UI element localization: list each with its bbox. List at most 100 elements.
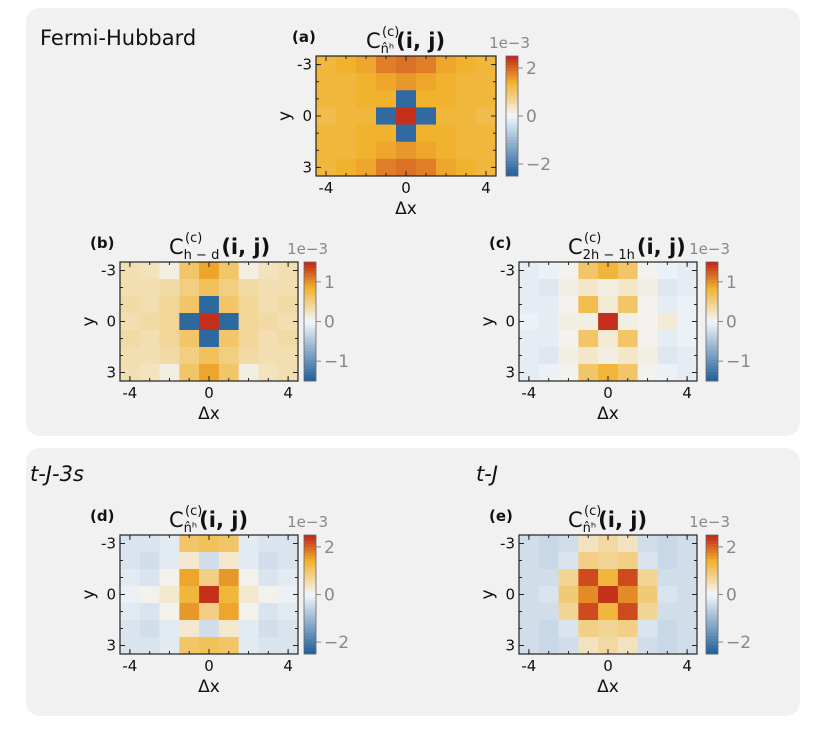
colorbar-segment <box>506 146 518 150</box>
colorbar-segment <box>304 330 316 334</box>
colorbar-segment <box>304 333 316 337</box>
heatmap-cell <box>598 569 619 587</box>
heatmap-cell <box>538 637 559 655</box>
heatmap-cell <box>617 603 639 621</box>
heatmap-cell <box>238 535 259 553</box>
heatmap-cell <box>258 296 279 314</box>
heatmap-cell <box>519 552 540 570</box>
colorbar-segment <box>506 128 518 132</box>
heatmap-cell <box>218 262 240 280</box>
colorbar-segment <box>304 300 316 305</box>
colorbar-segment <box>304 291 316 296</box>
heatmap-cell <box>598 296 619 314</box>
heatmap-cell <box>578 313 599 331</box>
heatmap-cell <box>179 552 200 570</box>
heatmap-cell <box>617 620 639 638</box>
section-label-tj-3s: t-J-3s <box>30 462 84 486</box>
heatmap-cell <box>238 313 259 331</box>
heatmap-cell <box>238 330 259 348</box>
y-axis-label: y <box>478 316 498 326</box>
heatmap-cell <box>637 262 658 280</box>
heatmap-cell <box>456 124 477 143</box>
heatmap-cell <box>179 364 200 382</box>
heatmap-cell <box>238 364 259 382</box>
x-tick-label: 4 <box>283 384 293 402</box>
heatmap-cell <box>120 603 141 621</box>
panel-title-superscript: (c) <box>185 504 202 519</box>
colorbar-segment <box>706 378 718 382</box>
heatmap-cell <box>538 296 559 314</box>
heatmap-cell <box>139 569 160 587</box>
heatmap-cell <box>278 586 299 604</box>
colorbar-segment <box>304 645 316 649</box>
heatmap-cell <box>598 347 619 365</box>
colorbar-segment <box>706 360 718 364</box>
heatmap-cell <box>657 296 678 314</box>
heatmap-cell <box>476 90 497 108</box>
colorbar-segment <box>304 582 316 586</box>
heatmap-cell <box>139 279 160 297</box>
colorbar-segment <box>706 570 718 575</box>
heatmap-cell <box>677 586 698 604</box>
colorbar-segment <box>506 158 518 162</box>
heatmap-cell <box>677 279 698 297</box>
colorbar-segment <box>706 267 718 272</box>
colorbar-segment <box>706 279 718 284</box>
heatmap-cell <box>159 552 180 570</box>
colorbar-segment <box>706 609 718 613</box>
panel-title-superscript: (c) <box>382 25 399 40</box>
heatmap-cell <box>617 296 639 314</box>
colorbar-segment <box>706 624 718 628</box>
heatmap-cell <box>139 364 160 382</box>
colorbar-segment <box>304 321 316 325</box>
heatmap-cell <box>199 586 220 604</box>
y-axis-label: y <box>478 589 498 599</box>
colorbar-segment <box>706 264 718 269</box>
heatmap-cell <box>258 313 279 331</box>
heatmap-cell <box>139 262 160 280</box>
heatmap-cell <box>578 552 599 570</box>
heatmap-cell <box>657 620 678 638</box>
colorbar-segment <box>706 552 718 557</box>
colorbar-segment <box>706 276 718 281</box>
y-axis-label: y <box>79 316 99 326</box>
heatmap-cell <box>416 90 437 108</box>
heatmap-cell <box>416 141 437 160</box>
colorbar-segment <box>706 642 718 646</box>
heatmap-cell <box>598 586 619 604</box>
colorbar-segment <box>706 615 718 619</box>
colorbar-segment <box>304 294 316 299</box>
y-tick-label: 0 <box>505 586 515 604</box>
colorbar-segment <box>304 555 316 560</box>
heatmap-cell <box>617 535 639 553</box>
colorbar-segment <box>304 633 316 637</box>
colorbar-segment <box>706 567 718 572</box>
panel-label: (c) <box>489 234 512 252</box>
heatmap-cell <box>637 364 658 382</box>
heatmap-cell <box>120 262 141 280</box>
colorbar-segment <box>706 354 718 358</box>
colorbar-segment <box>506 161 518 165</box>
colorbar-segment <box>506 62 518 66</box>
heatmap-cell <box>558 620 579 638</box>
heatmap-cell <box>278 279 299 297</box>
colorbar-segment <box>706 369 718 373</box>
section-label-fermi-hubbard: Fermi-Hubbard <box>40 26 197 50</box>
heatmap-cell <box>139 347 160 365</box>
heatmap-cell <box>238 262 259 280</box>
colorbar-segment <box>304 363 316 367</box>
heatmap-cell <box>558 603 579 621</box>
heatmap-cell <box>139 313 160 331</box>
colorbar-segment <box>304 357 316 361</box>
x-axis-label: Δx <box>597 404 619 424</box>
heatmap-cell <box>637 296 658 314</box>
colorbar-segment <box>706 603 718 607</box>
colorbar-segment <box>304 279 316 284</box>
colorbar-segment <box>506 107 518 111</box>
colorbar-tick-label: −1 <box>726 352 751 372</box>
colorbar-segment <box>706 300 718 305</box>
heatmap-cell <box>538 262 559 280</box>
heatmap-cell <box>179 569 200 587</box>
colorbar-segment <box>706 336 718 340</box>
heatmap-cell <box>578 603 599 621</box>
